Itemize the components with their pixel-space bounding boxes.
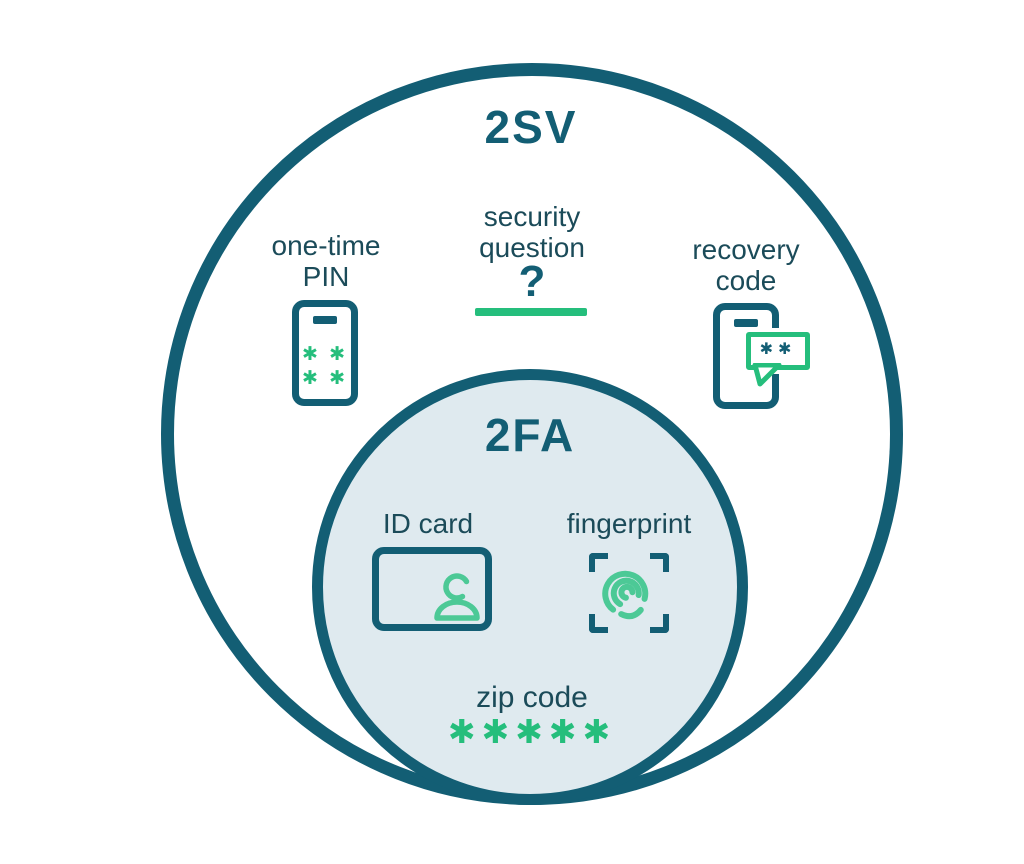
pin-asterisks-row2: ✱ ✱: [301, 368, 349, 389]
phone-speaker-bar: [734, 319, 758, 327]
recovery-code-label-line1: recovery: [692, 234, 800, 265]
fingerprint-label: fingerprint: [566, 508, 692, 539]
phone-speaker-bar: [313, 316, 337, 324]
scan-frame-corner-icon: [650, 553, 669, 572]
scan-frame-corner-icon: [589, 614, 608, 633]
one-time-pin-label-line2: PIN: [302, 261, 350, 292]
zip-code-label: zip code: [476, 681, 588, 714]
security-question-label: security question: [452, 201, 612, 263]
scan-frame-corner-icon: [650, 614, 669, 633]
fingerprint-scan-icon: [589, 553, 669, 633]
security-question-underline: [475, 308, 587, 316]
security-question-label-line1: security: [483, 201, 581, 232]
question-mark: ?: [518, 257, 546, 306]
pin-asterisks-row1: ✱ ✱: [301, 344, 349, 365]
scan-frame-corner-icon: [589, 553, 608, 572]
zip-code-asterisks: ✱✱✱✱✱: [447, 713, 617, 750]
one-time-pin-label: one-time PIN: [246, 230, 406, 292]
person-icon: [434, 573, 480, 621]
recovery-code-label: recovery code: [666, 234, 826, 296]
id-card-icon: [372, 547, 492, 631]
2fa-circle: [312, 369, 748, 805]
pin-asterisks: ✱ ✱ ✱ ✱: [299, 343, 351, 391]
phone-pin-icon: ✱ ✱ ✱ ✱: [292, 300, 358, 406]
id-card-label: ID card: [382, 508, 474, 539]
2sv-title: 2SV: [484, 101, 578, 153]
2fa-title: 2FA: [484, 409, 576, 461]
speech-bubble-tail-icon: [752, 363, 782, 387]
one-time-pin-label-line1: one-time: [271, 230, 381, 261]
fingerprint-icon: [602, 570, 649, 620]
recovery-code-label-line2: code: [715, 265, 777, 296]
security-question-label-line2: question: [479, 232, 585, 263]
bubble-asterisks: ✱✱: [759, 341, 797, 358]
